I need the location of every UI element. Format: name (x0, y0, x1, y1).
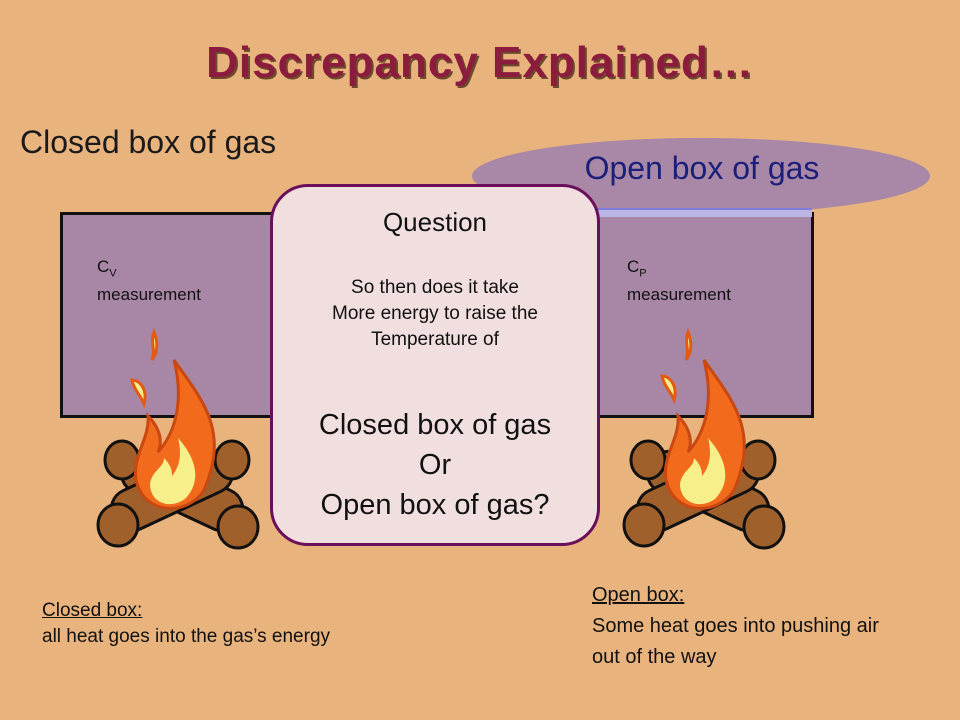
cv-symbol: C (97, 257, 110, 276)
cp-subscript: P (639, 267, 647, 280)
closed-box-caption: Closed box: all heat goes into the gas’s… (42, 598, 382, 650)
question-body: So then does it take More energy to rais… (273, 275, 597, 353)
closed-box-caption-label: Closed box: (42, 600, 143, 621)
open-box-lid (596, 208, 812, 217)
question-line: Temperature of (371, 329, 499, 350)
open-box-heading: Open box of gas (584, 150, 820, 186)
campfire-icon (96, 327, 260, 550)
cv-word: measurement (97, 285, 201, 305)
cv-subscript: V (109, 267, 117, 280)
cp-word: measurement (627, 285, 731, 305)
campfire-icon (622, 327, 786, 550)
question-choices: Closed box of gas Or Open box of gas? (273, 405, 597, 525)
question-line: So then does it take (351, 277, 519, 298)
question-callout: Question So then does it take More energ… (270, 184, 600, 546)
question-title: Question (382, 207, 488, 237)
open-box-caption: Open box: Some heat goes into pushing ai… (592, 580, 892, 673)
choice-or: Or (418, 449, 452, 481)
closed-box-heading: Closed box of gas (20, 124, 277, 160)
open-box-caption-label: Open box: (592, 584, 685, 606)
closed-box-caption-text: all heat goes into the gas’s energy (42, 626, 331, 647)
choice-open-box: Open box of gas? (320, 489, 550, 521)
open-box-caption-text: Some heat goes into pushing air out of t… (592, 615, 879, 668)
question-line: More energy to raise the (332, 303, 538, 324)
cp-symbol: C (627, 257, 640, 276)
slide-title: Discrepancy Explained… (206, 38, 754, 87)
closed-box (60, 212, 292, 418)
cp-measurement-label: CP measurement (627, 256, 731, 306)
cv-measurement-label: CV measurement (97, 256, 201, 306)
choice-closed-box: Closed box of gas (318, 409, 552, 441)
